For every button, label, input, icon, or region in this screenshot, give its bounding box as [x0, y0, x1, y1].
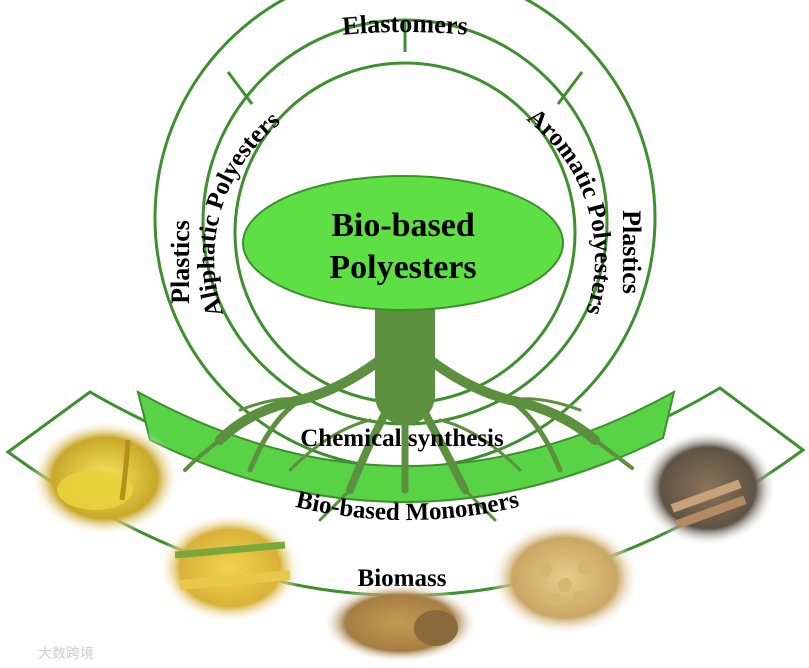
divider-left	[226, 71, 254, 105]
monomer-band	[136, 390, 676, 503]
outer-ring-right-label: Plastics	[617, 210, 646, 294]
center-title-line2: Polyesters	[329, 249, 476, 286]
outer-ring-top-label: Elastomers	[341, 9, 469, 41]
timber-logs-image	[640, 430, 776, 546]
divider-right	[556, 71, 584, 105]
vegetable-oil-image	[30, 420, 180, 536]
outer-ring-left-label: Plastics	[166, 220, 195, 304]
soybeans-image	[490, 521, 640, 635]
center-ellipse	[242, 175, 564, 311]
hay-bales-image	[322, 583, 478, 663]
root-system	[183, 270, 634, 522]
root-label: Chemical synthesis	[300, 425, 504, 452]
center-title-line1: Bio-based	[331, 207, 475, 244]
corn-image	[158, 513, 302, 623]
watermark: 大数跨境	[38, 646, 94, 662]
